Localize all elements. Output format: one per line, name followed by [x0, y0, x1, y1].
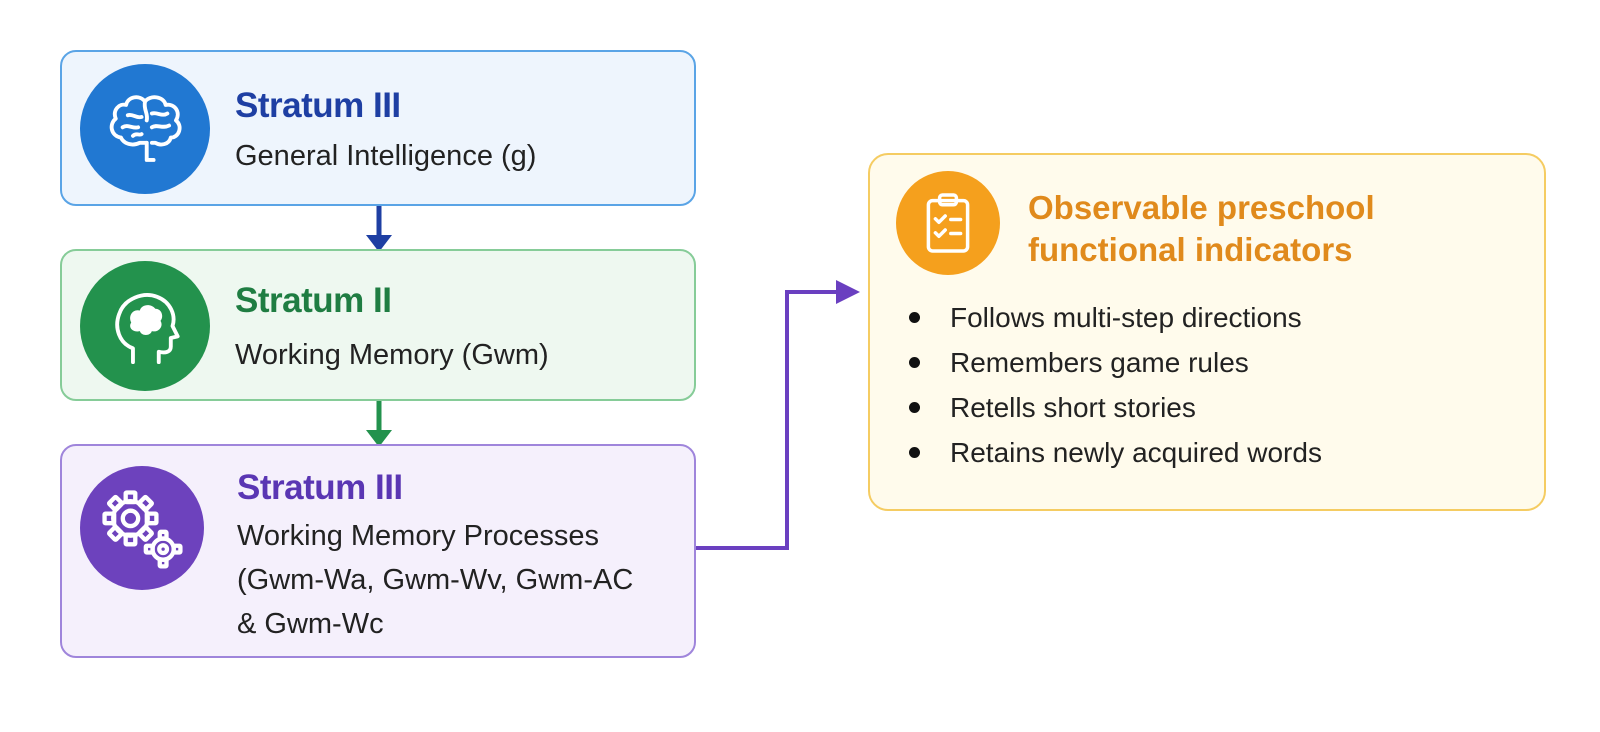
- indicator-item: Retains newly acquired words: [904, 430, 1322, 475]
- bullet-icon: [909, 447, 920, 458]
- stratum-general-intelligence-box: Stratum III General Intelligence (g): [60, 50, 696, 206]
- indicators-title: Observable preschool functional indicato…: [1028, 187, 1375, 271]
- indicators-title-line-1: Observable preschool: [1028, 189, 1375, 226]
- indicator-item-text: Follows multi-step directions: [950, 302, 1302, 333]
- brain-icon: [80, 64, 210, 194]
- indicator-item-text: Retells short stories: [950, 392, 1196, 423]
- arrow-wp-to-indicators: [696, 280, 860, 550]
- arrow-g-to-wm: [366, 206, 392, 252]
- stratum-processes-subtitle-line-1: Working Memory Processes: [237, 520, 600, 552]
- head-brain-icon: [80, 261, 210, 391]
- bullet-icon: [909, 357, 920, 368]
- gears-icon: [80, 466, 204, 590]
- stratum-general-subtitle: General Intelligence (g): [235, 140, 537, 172]
- stratum-processes-subtitle-line-2: (Gwm-Wa, Gwm-Wv, Gwm-AC: [237, 564, 634, 596]
- stratum-processes-title: Stratum III: [237, 468, 403, 507]
- stratum-general-title: Stratum III: [235, 86, 401, 125]
- indicators-box: Observable preschool functional indicato…: [868, 153, 1546, 511]
- bullet-icon: [909, 312, 920, 323]
- stratum-processes-box: Stratum III Working Memory Processes (Gw…: [60, 444, 696, 658]
- bullet-icon: [909, 402, 920, 413]
- indicators-list: Follows multi-step directions Remembers …: [904, 295, 1322, 475]
- stratum-working-memory-box: Stratum II Working Memory (Gwm): [60, 249, 696, 401]
- indicator-item: Remembers game rules: [904, 340, 1322, 385]
- stratum-working-memory-subtitle: Working Memory (Gwm): [235, 339, 549, 371]
- stratum-working-memory-title: Stratum II: [235, 281, 392, 320]
- stratum-processes-subtitle-line-3: & Gwm-Wc: [237, 608, 384, 640]
- indicator-item-text: Remembers game rules: [950, 347, 1249, 378]
- arrow-wm-to-wp: [366, 401, 392, 447]
- clipboard-checklist-icon: [896, 171, 1000, 275]
- indicator-item: Follows multi-step directions: [904, 295, 1322, 340]
- indicators-title-line-2: functional indicators: [1028, 231, 1353, 268]
- indicator-item: Retells short stories: [904, 385, 1322, 430]
- indicator-item-text: Retains newly acquired words: [950, 437, 1322, 468]
